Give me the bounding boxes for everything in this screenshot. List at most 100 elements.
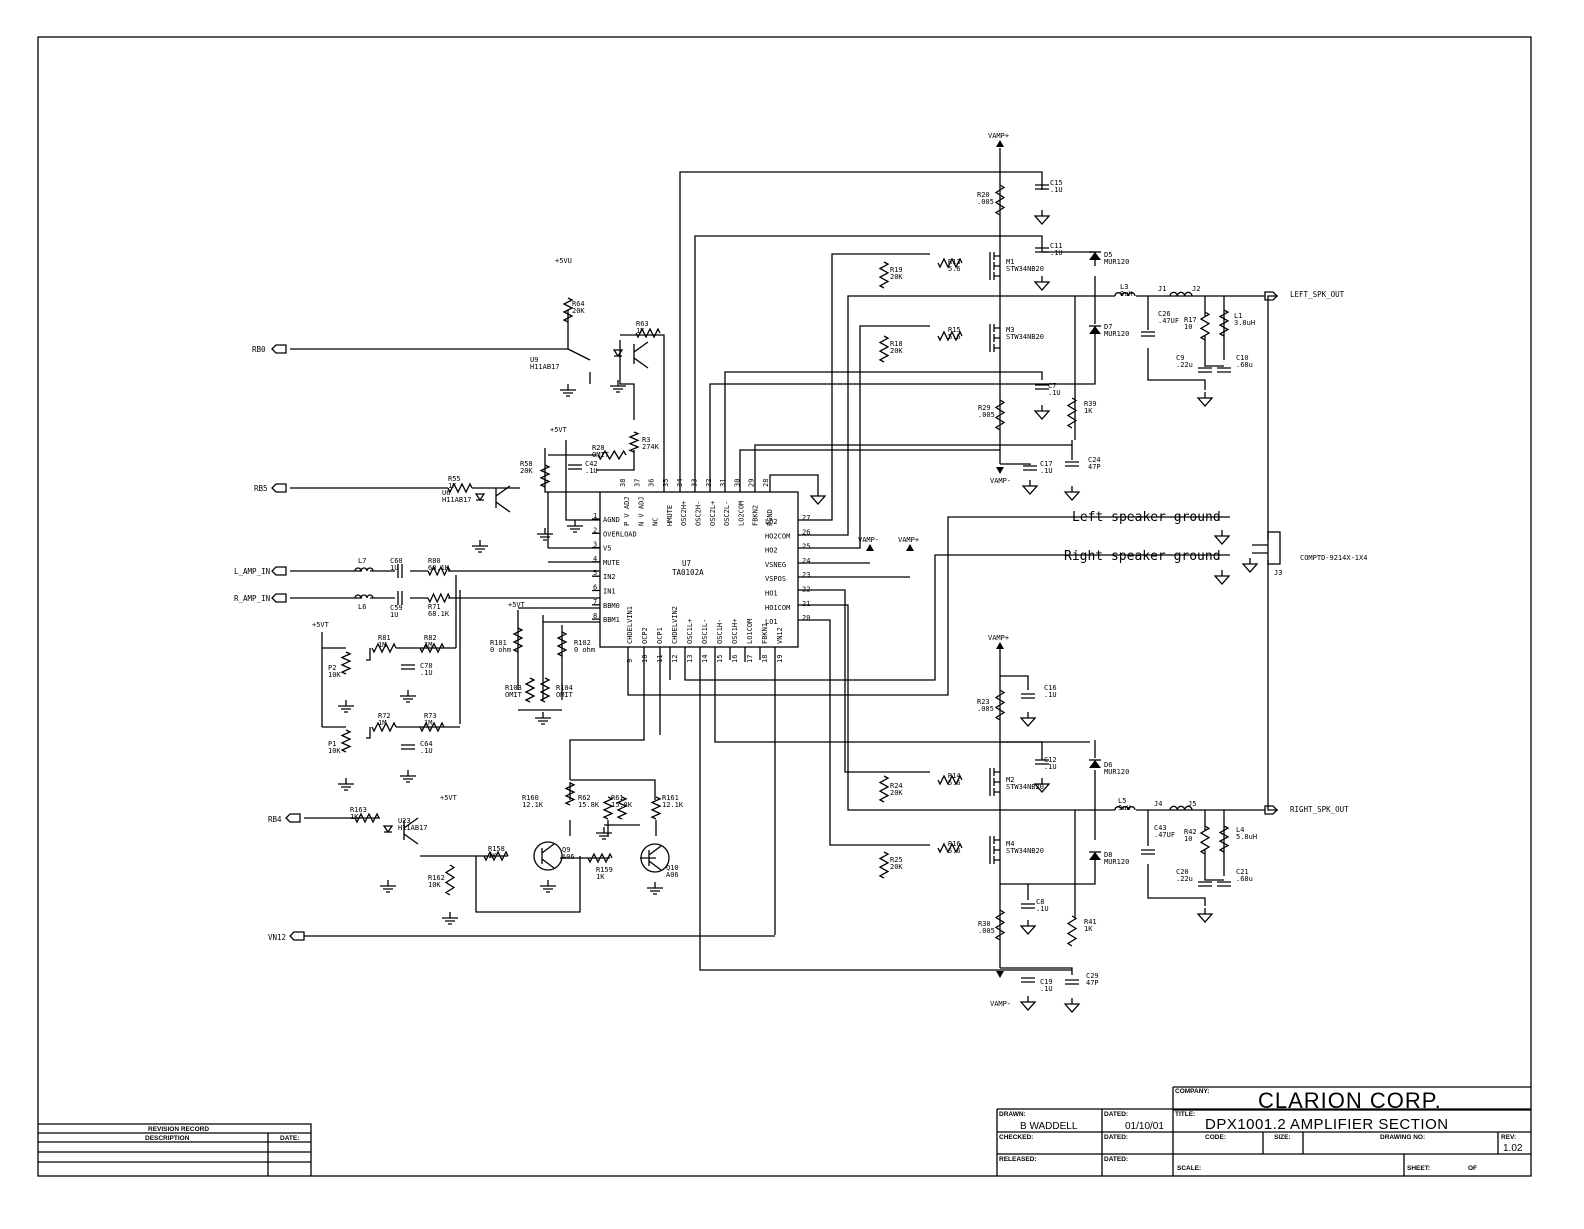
resistor-symbol [562,297,574,323]
capacitor-symbol [1035,247,1049,253]
chip-ref: U7 [682,559,691,568]
inductor-symbol [354,594,374,599]
pin-name: OCP2 [641,627,649,644]
capacitor-symbol [1021,693,1035,699]
revision-record: REVISION RECORD DESCRIPTION DATE: [38,1123,312,1176]
component-ref: R158 [488,845,505,853]
pin-name: IN2 [603,573,616,581]
component-value: 20K [520,467,533,475]
component-ref: R63 [636,320,649,328]
resistor-symbol [1199,825,1211,855]
component-value: A06 [562,853,575,861]
component-value: .1U [585,467,598,475]
component-value: 20K [890,863,903,871]
pin-name: BBM0 [603,602,620,610]
pin-name: VN12 [776,627,784,644]
pin-name: HO1COM [765,604,790,612]
component-ref: R18 [890,340,903,348]
resistor-symbol [524,677,536,703]
resistor-symbol [539,677,551,703]
capacitor-symbol [1021,903,1035,909]
component-ref: C19 [1040,978,1053,986]
component-value: 1U [390,564,398,572]
optocoupler-led [382,825,394,834]
pin-number: 30 [733,479,741,487]
component-value: 1M [378,719,386,727]
component-value: .005 [977,705,994,713]
component-ref: R55 [448,475,461,483]
component-value: .68u [1236,361,1253,369]
pin-number: 24 [802,557,810,565]
component-value: .1U [1040,467,1053,475]
resistor-symbol [616,796,628,820]
port-symbol [271,344,287,354]
port-rb0: RB0 [252,345,266,354]
component-ref: D6 [1104,761,1112,769]
rail-5vt-1: +5VT [550,426,568,434]
resistor-symbol [937,330,963,342]
pin-name: VSNEG [765,561,786,569]
ground-symbol [1213,570,1231,585]
component-ref: C9 [1176,354,1184,362]
inductor-symbol [1114,806,1136,811]
pin-name: HO2 [765,547,778,555]
capacitor-symbol [1023,465,1037,471]
ground-symbol [442,912,458,925]
component-ref: C12 [1044,756,1057,764]
pin-name: LO1 [765,618,778,626]
component-value: 20K [890,347,903,355]
pin-name: P V ADJ [623,496,631,526]
pin-number: 3 [593,541,597,549]
diode-symbol [1089,326,1101,334]
resistor-symbol [1066,397,1078,429]
component-ref: R30 [978,920,991,928]
component-ref: U23 [398,817,411,825]
note-right-speaker-ground: Right speaker ground [1064,549,1221,564]
resistor-symbol [878,261,890,289]
component-value: 20K [890,789,903,797]
labels: R6420KU9H11AB17R631KR28OMITC42.1UR3274KR… [328,179,1257,993]
ground-symbol [560,384,576,397]
pin-name: HO2COM [765,532,790,540]
ground-symbol [540,880,556,893]
inductor-symbol [1169,805,1193,811]
component-value: MUR120 [1104,330,1129,338]
pin-number: 17 [746,655,754,663]
component-ref: R15 [948,326,961,334]
component-ref: R71 [428,603,441,611]
capacitor-symbol [1217,367,1231,373]
drawing-title: DPX1001.2 AMPLIFIER SECTION [1205,1116,1449,1133]
component-ref: L5 [1118,797,1126,805]
component-value: 1M [378,641,386,649]
dated-label-2: DATED: [1104,1134,1128,1141]
dated-value: 01/10/01 [1125,1121,1164,1132]
component-value: 10 [1184,835,1192,843]
component-value: 5.6 [948,333,961,341]
component-value: .005 [978,927,995,935]
resistor-symbol [556,631,568,657]
component-value: 1K [596,873,605,881]
resistor-symbol [427,592,451,604]
component-ref: C24 [1088,456,1101,464]
port-symbol [285,813,301,823]
pin-number: 9 [626,659,634,663]
resistor-symbol [371,721,397,733]
pin-number: 19 [776,655,784,663]
pin-name: N V ADJ [637,496,645,526]
rail-vamp-pos-chip: VAMP+ [898,536,919,544]
component-value: 274K [642,443,660,451]
ground-symbol [1063,486,1081,501]
title-label: TITLE: [1175,1111,1195,1118]
port-symbol [1264,805,1278,815]
component-ref: M2 [1006,776,1014,784]
pin-name: VSPOS [765,575,786,583]
pin-number: 15 [716,655,724,663]
ground-symbol [1241,558,1259,573]
pin-name: OSC1H- [716,619,724,644]
resistor-symbol [1218,825,1230,853]
component-value: 1K [1084,925,1093,933]
component-value: 9uH [1120,290,1133,298]
resistor-symbol [937,842,963,854]
component-value: OMIT [592,451,610,459]
